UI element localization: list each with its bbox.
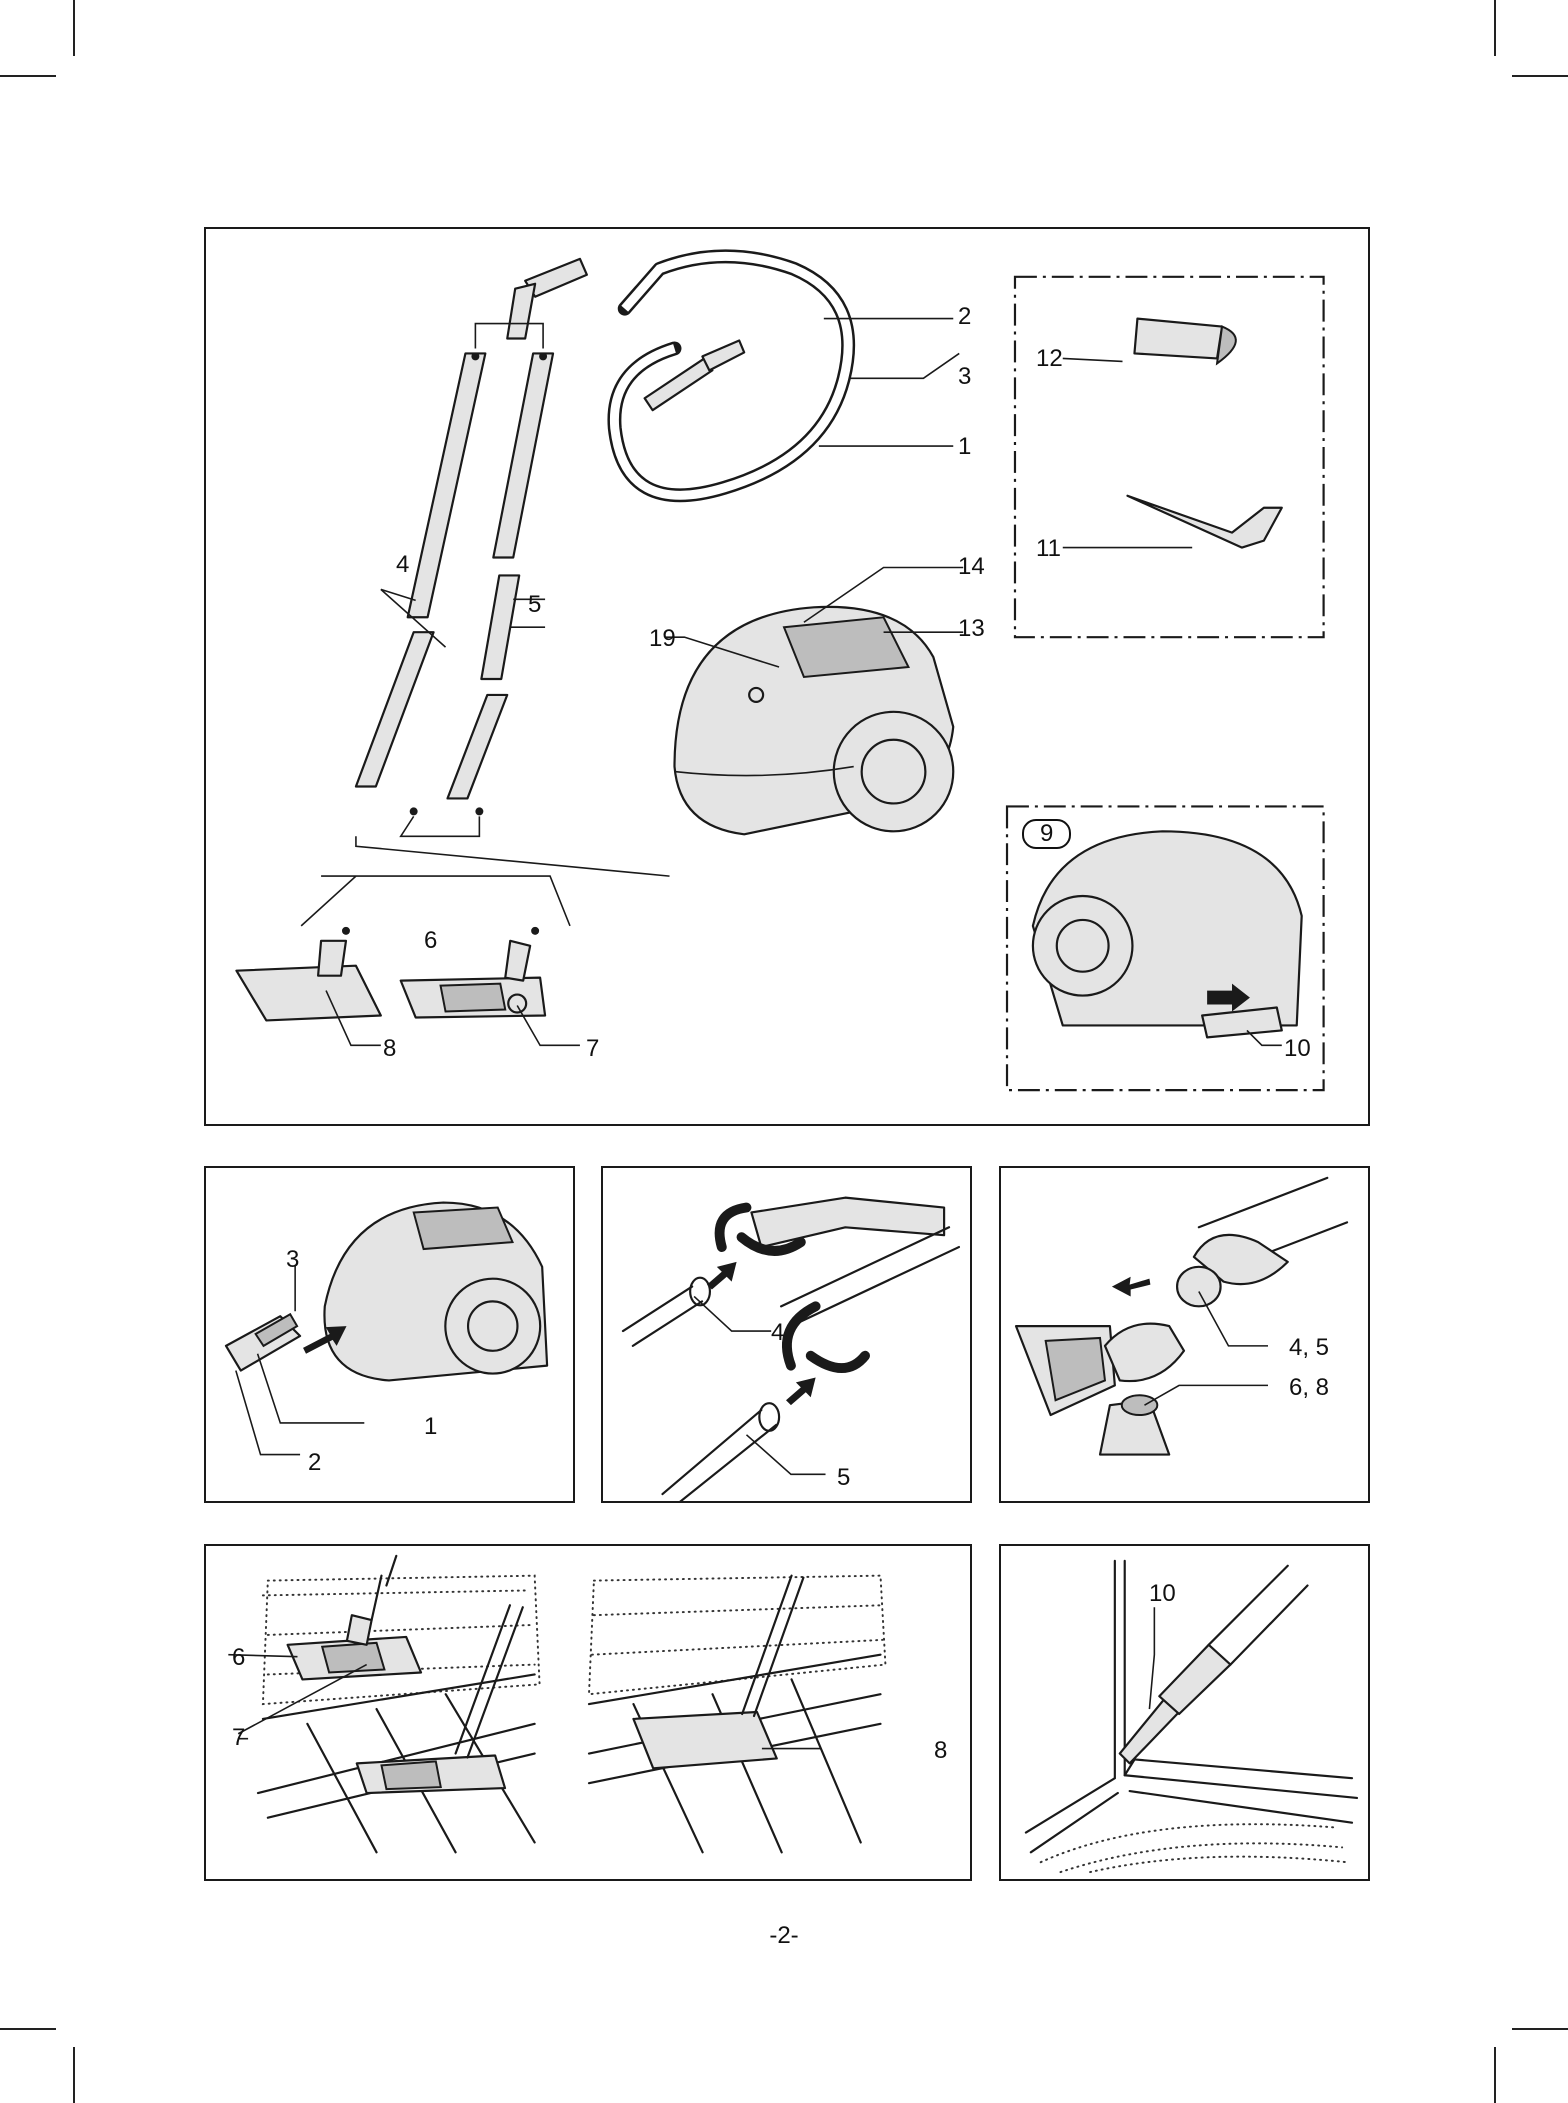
crop-mark [1494, 2047, 1496, 2103]
callout-6: 6 [232, 1646, 245, 1670]
tube-connect-illustration [603, 1168, 970, 1501]
callout-14: 14 [958, 555, 985, 579]
step-crevice-panel: 10 [999, 1544, 1370, 1881]
hose-illustration [507, 256, 848, 495]
vacuum-body [675, 607, 954, 834]
callout-6: 6 [424, 929, 437, 953]
step-nozzle-panel: 4, 5 6, 8 [999, 1166, 1370, 1503]
callout-1: 1 [424, 1415, 437, 1439]
crop-mark [0, 2028, 56, 2030]
step-hose-panel: 3 1 2 [204, 1166, 575, 1503]
callout-8: 8 [934, 1739, 947, 1763]
page-number: -2- [0, 1922, 1568, 1950]
bag-compartment-view [1033, 831, 1302, 1045]
callout-10: 10 [1284, 1037, 1311, 1061]
floor-nozzles [236, 927, 579, 1045]
callout-19: 19 [649, 627, 676, 651]
step-floor-panel: 6 7 8 [204, 1544, 972, 1881]
floor-use-illustration [206, 1546, 970, 1879]
callout-2: 2 [308, 1451, 321, 1475]
callout-13: 13 [958, 617, 985, 641]
crevice-use-illustration [1001, 1546, 1368, 1879]
hose-connect-illustration [206, 1168, 573, 1501]
crop-mark [73, 2047, 75, 2103]
accessory-brush [1063, 319, 1236, 364]
callout-4: 4 [396, 553, 409, 577]
callout-1: 1 [958, 435, 971, 459]
callout-3: 3 [958, 365, 971, 389]
callout-5: 5 [528, 593, 541, 617]
crop-mark [73, 0, 75, 56]
callout-7: 7 [232, 1726, 245, 1750]
step-tubes-panel: 4 5 [601, 1166, 972, 1503]
callout-4-5: 4, 5 [1289, 1336, 1329, 1360]
callout-10: 10 [1149, 1582, 1176, 1606]
callout-12: 12 [1036, 347, 1063, 371]
parts-diagram-panel: 2 3 1 4 5 14 13 19 12 11 9 10 6 8 7 [204, 227, 1370, 1126]
crop-mark [0, 75, 56, 77]
accessory-upholstery-tool [1063, 496, 1282, 548]
crop-mark [1494, 0, 1496, 56]
crop-mark [1512, 75, 1568, 77]
parts-illustration [206, 229, 1368, 1124]
callout-7: 7 [586, 1037, 599, 1061]
callout-5: 5 [837, 1466, 850, 1490]
callout-3: 3 [286, 1248, 299, 1272]
callout-8: 8 [383, 1037, 396, 1061]
callout-9: 9 [1022, 819, 1071, 849]
callout-11: 11 [1036, 537, 1061, 561]
callout-6-8: 6, 8 [1289, 1376, 1329, 1400]
crop-mark [1512, 2028, 1568, 2030]
callout-4: 4 [771, 1321, 784, 1345]
callout-2: 2 [958, 305, 971, 329]
